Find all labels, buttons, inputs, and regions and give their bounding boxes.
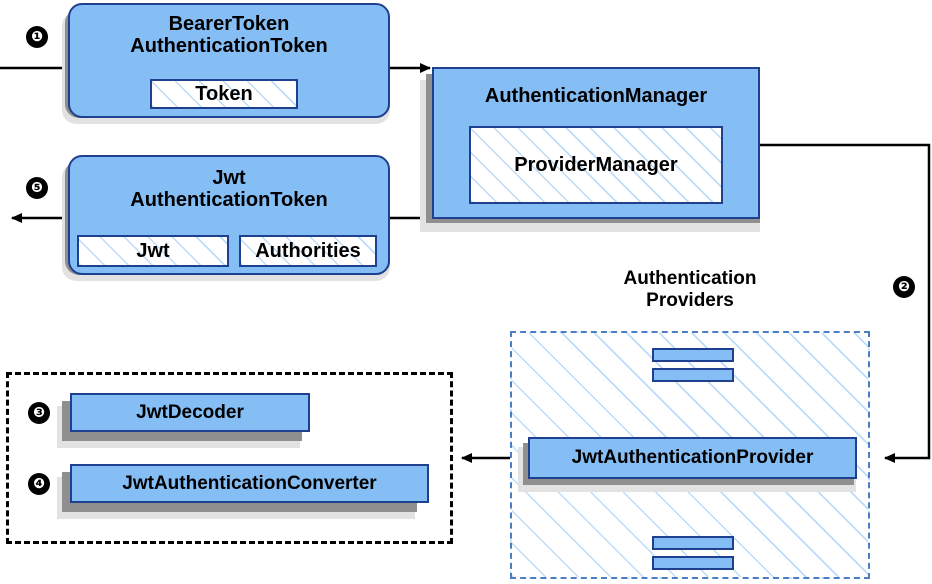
provider-manager-label: ProviderManager	[514, 153, 678, 176]
step-badge-3: ❸	[28, 402, 50, 424]
step-badge-1: ❶	[26, 26, 48, 48]
bearer-token-authentication-token-label: BearerToken AuthenticationToken	[130, 13, 328, 58]
line-manager-to-provider	[760, 143, 931, 463]
bearer-token-field[interactable]: Token	[150, 79, 298, 109]
provider-manager-field[interactable]: ProviderManager	[469, 126, 723, 204]
jwt-decoder-label: JwtDecoder	[136, 401, 244, 423]
step-badge-2: ❷	[893, 276, 915, 298]
jwt-authentication-converter-node[interactable]: JwtAuthenticationConverter	[70, 464, 429, 503]
jwt-decoder-node[interactable]: JwtDecoder	[70, 393, 310, 432]
authorities-field[interactable]: Authorities	[239, 235, 377, 267]
step-badge-5: ❺	[26, 177, 48, 199]
provider-stack-bar-top-1	[652, 348, 734, 362]
jwt-helpers-group	[6, 372, 453, 544]
jwt-authentication-token-label: Jwt AuthenticationToken	[130, 167, 328, 212]
provider-stack-bar-top-2	[652, 368, 734, 382]
authentication-providers-caption: Authentication Providers	[623, 268, 757, 311]
jwt-authentication-converter-label: JwtAuthenticationConverter	[122, 472, 377, 494]
provider-stack-bar-bottom-2	[652, 556, 734, 570]
authentication-manager-label: AuthenticationManager	[484, 85, 708, 107]
jwt-authentication-provider-node[interactable]: JwtAuthenticationProvider	[528, 437, 857, 479]
bearer-token-field-label: Token	[195, 82, 253, 105]
authorities-field-label: Authorities	[255, 239, 361, 262]
jwt-field-label: Jwt	[136, 239, 170, 262]
step-badge-4: ❹	[28, 473, 50, 495]
provider-stack-bar-bottom-1	[652, 536, 734, 550]
jwt-field[interactable]: Jwt	[77, 235, 229, 267]
jwt-authentication-provider-label: JwtAuthenticationProvider	[571, 447, 814, 469]
